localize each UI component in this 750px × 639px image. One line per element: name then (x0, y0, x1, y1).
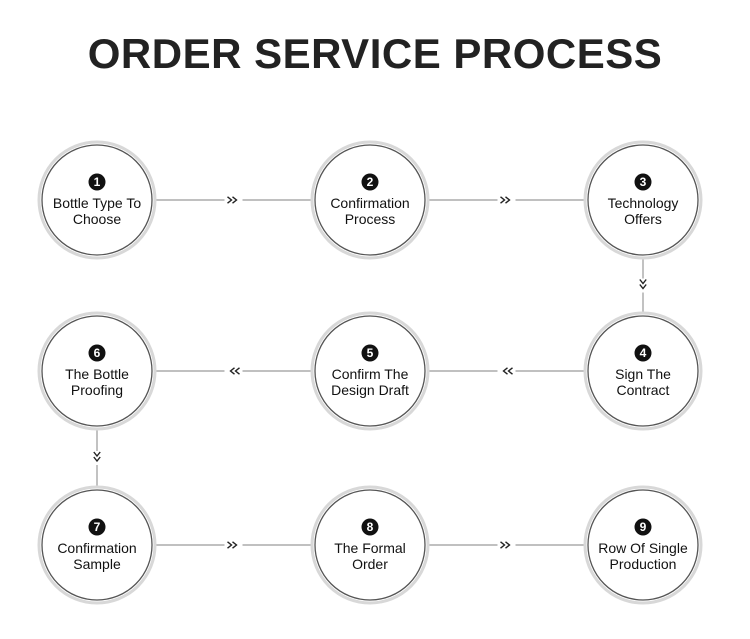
connector-7-8 (154, 538, 313, 552)
double-chevron-left-icon (224, 364, 243, 378)
step-number: 3 (640, 175, 647, 189)
step-number-badge: 1 (88, 173, 106, 191)
step-number-badge: 5 (361, 344, 379, 362)
double-chevron-right-icon (224, 193, 243, 207)
step-circle (314, 315, 426, 427)
step-number: 8 (367, 520, 374, 534)
step-number: 9 (640, 520, 647, 534)
step-number-badge: 6 (88, 344, 106, 362)
connector-6-7 (88, 428, 106, 488)
step-label-line: Contract (617, 382, 670, 398)
step-circle (587, 489, 699, 601)
step-label-line: Technology (608, 195, 679, 211)
connector-4-5 (427, 364, 586, 378)
connector-5-6 (154, 364, 313, 378)
step-label-line: Confirm The (332, 366, 409, 382)
step-label-line: Order (352, 556, 388, 572)
step-circle (41, 315, 153, 427)
step-number-badge: 4 (634, 344, 652, 362)
step-number: 5 (367, 346, 374, 360)
double-chevron-down-icon (88, 451, 106, 465)
step-label-line: Bottle Type To (53, 195, 141, 211)
step-number: 7 (94, 520, 101, 534)
step-label-line: Confirmation (57, 540, 136, 556)
connector-3-4 (634, 257, 652, 314)
step-number: 1 (94, 175, 101, 189)
step-label-line: Row Of Single (598, 540, 688, 556)
step-label-line: Confirmation (330, 195, 409, 211)
step-label-line: Sample (73, 556, 121, 572)
step-number: 2 (367, 175, 374, 189)
step-label-line: Process (345, 211, 396, 227)
step-circle (587, 315, 699, 427)
step-label-line: The Bottle (65, 366, 129, 382)
step-label-line: Sign The (615, 366, 671, 382)
step-number-badge: 2 (361, 173, 379, 191)
connector-1-2 (154, 193, 313, 207)
step-label-line: Offers (624, 211, 662, 227)
double-chevron-down-icon (634, 278, 652, 293)
connector-8-9 (427, 538, 586, 552)
step-number: 4 (640, 346, 647, 360)
double-chevron-right-icon (497, 538, 516, 552)
step-circle (314, 144, 426, 256)
step-number-badge: 8 (361, 518, 379, 536)
step-label-line: Design Draft (331, 382, 409, 398)
double-chevron-left-icon (497, 364, 516, 378)
page-title: ORDER SERVICE PROCESS (87, 30, 663, 77)
connectors (88, 193, 652, 552)
step-label-line: The Formal (334, 540, 406, 556)
step-number: 6 (94, 346, 101, 360)
double-chevron-right-icon (497, 193, 516, 207)
connector-2-3 (427, 193, 586, 207)
step-number-badge: 3 (634, 173, 652, 191)
step-circle (587, 144, 699, 256)
step-circle (41, 489, 153, 601)
step-label-line: Production (610, 556, 677, 572)
step-label-line: Proofing (71, 382, 123, 398)
step-number-badge: 9 (634, 518, 652, 536)
double-chevron-right-icon (224, 538, 243, 552)
step-number-badge: 7 (88, 518, 106, 536)
step-circle (314, 489, 426, 601)
step-label-line: Choose (73, 211, 121, 227)
step-circle (41, 144, 153, 256)
